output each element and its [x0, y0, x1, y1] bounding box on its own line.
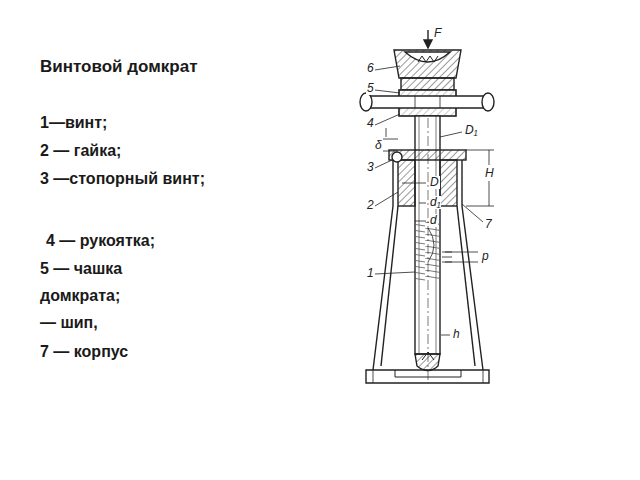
dimension-label: H	[484, 167, 495, 180]
dimension-label: p	[481, 250, 490, 263]
legend-item: 7 — корпус	[40, 338, 260, 365]
callout-number: 3	[366, 161, 375, 174]
callout-number: 2	[366, 199, 375, 212]
callout-number: 5	[366, 82, 375, 95]
callout-number: 1	[366, 267, 375, 280]
callout-number: 7	[484, 218, 493, 231]
legend-item: 2 — гайка;	[40, 137, 260, 164]
dimension-label: h	[452, 328, 461, 341]
legend-item: — шип,	[40, 309, 260, 336]
legend-item: 4 — рукоятка;	[46, 227, 266, 254]
legend-item: 1—винт;	[40, 109, 260, 136]
legend-item: 3 —стопорный винт;	[40, 165, 205, 192]
diagram-title: Винтовой домкрат	[40, 57, 197, 77]
dimension-label: d₁	[429, 196, 441, 209]
dimension-label: D₁	[464, 124, 478, 137]
legend-item: 5 — чашка домкрата;	[40, 255, 205, 309]
dimension-label: δ	[374, 139, 383, 152]
dimension-label: D	[429, 176, 440, 189]
callout-number: 4	[366, 117, 375, 130]
callout-number: 6	[366, 62, 375, 75]
dimension-label: d	[429, 214, 438, 227]
leader-lines	[375, 66, 494, 335]
force-label: F	[433, 27, 442, 40]
jack-outline	[360, 30, 494, 383]
